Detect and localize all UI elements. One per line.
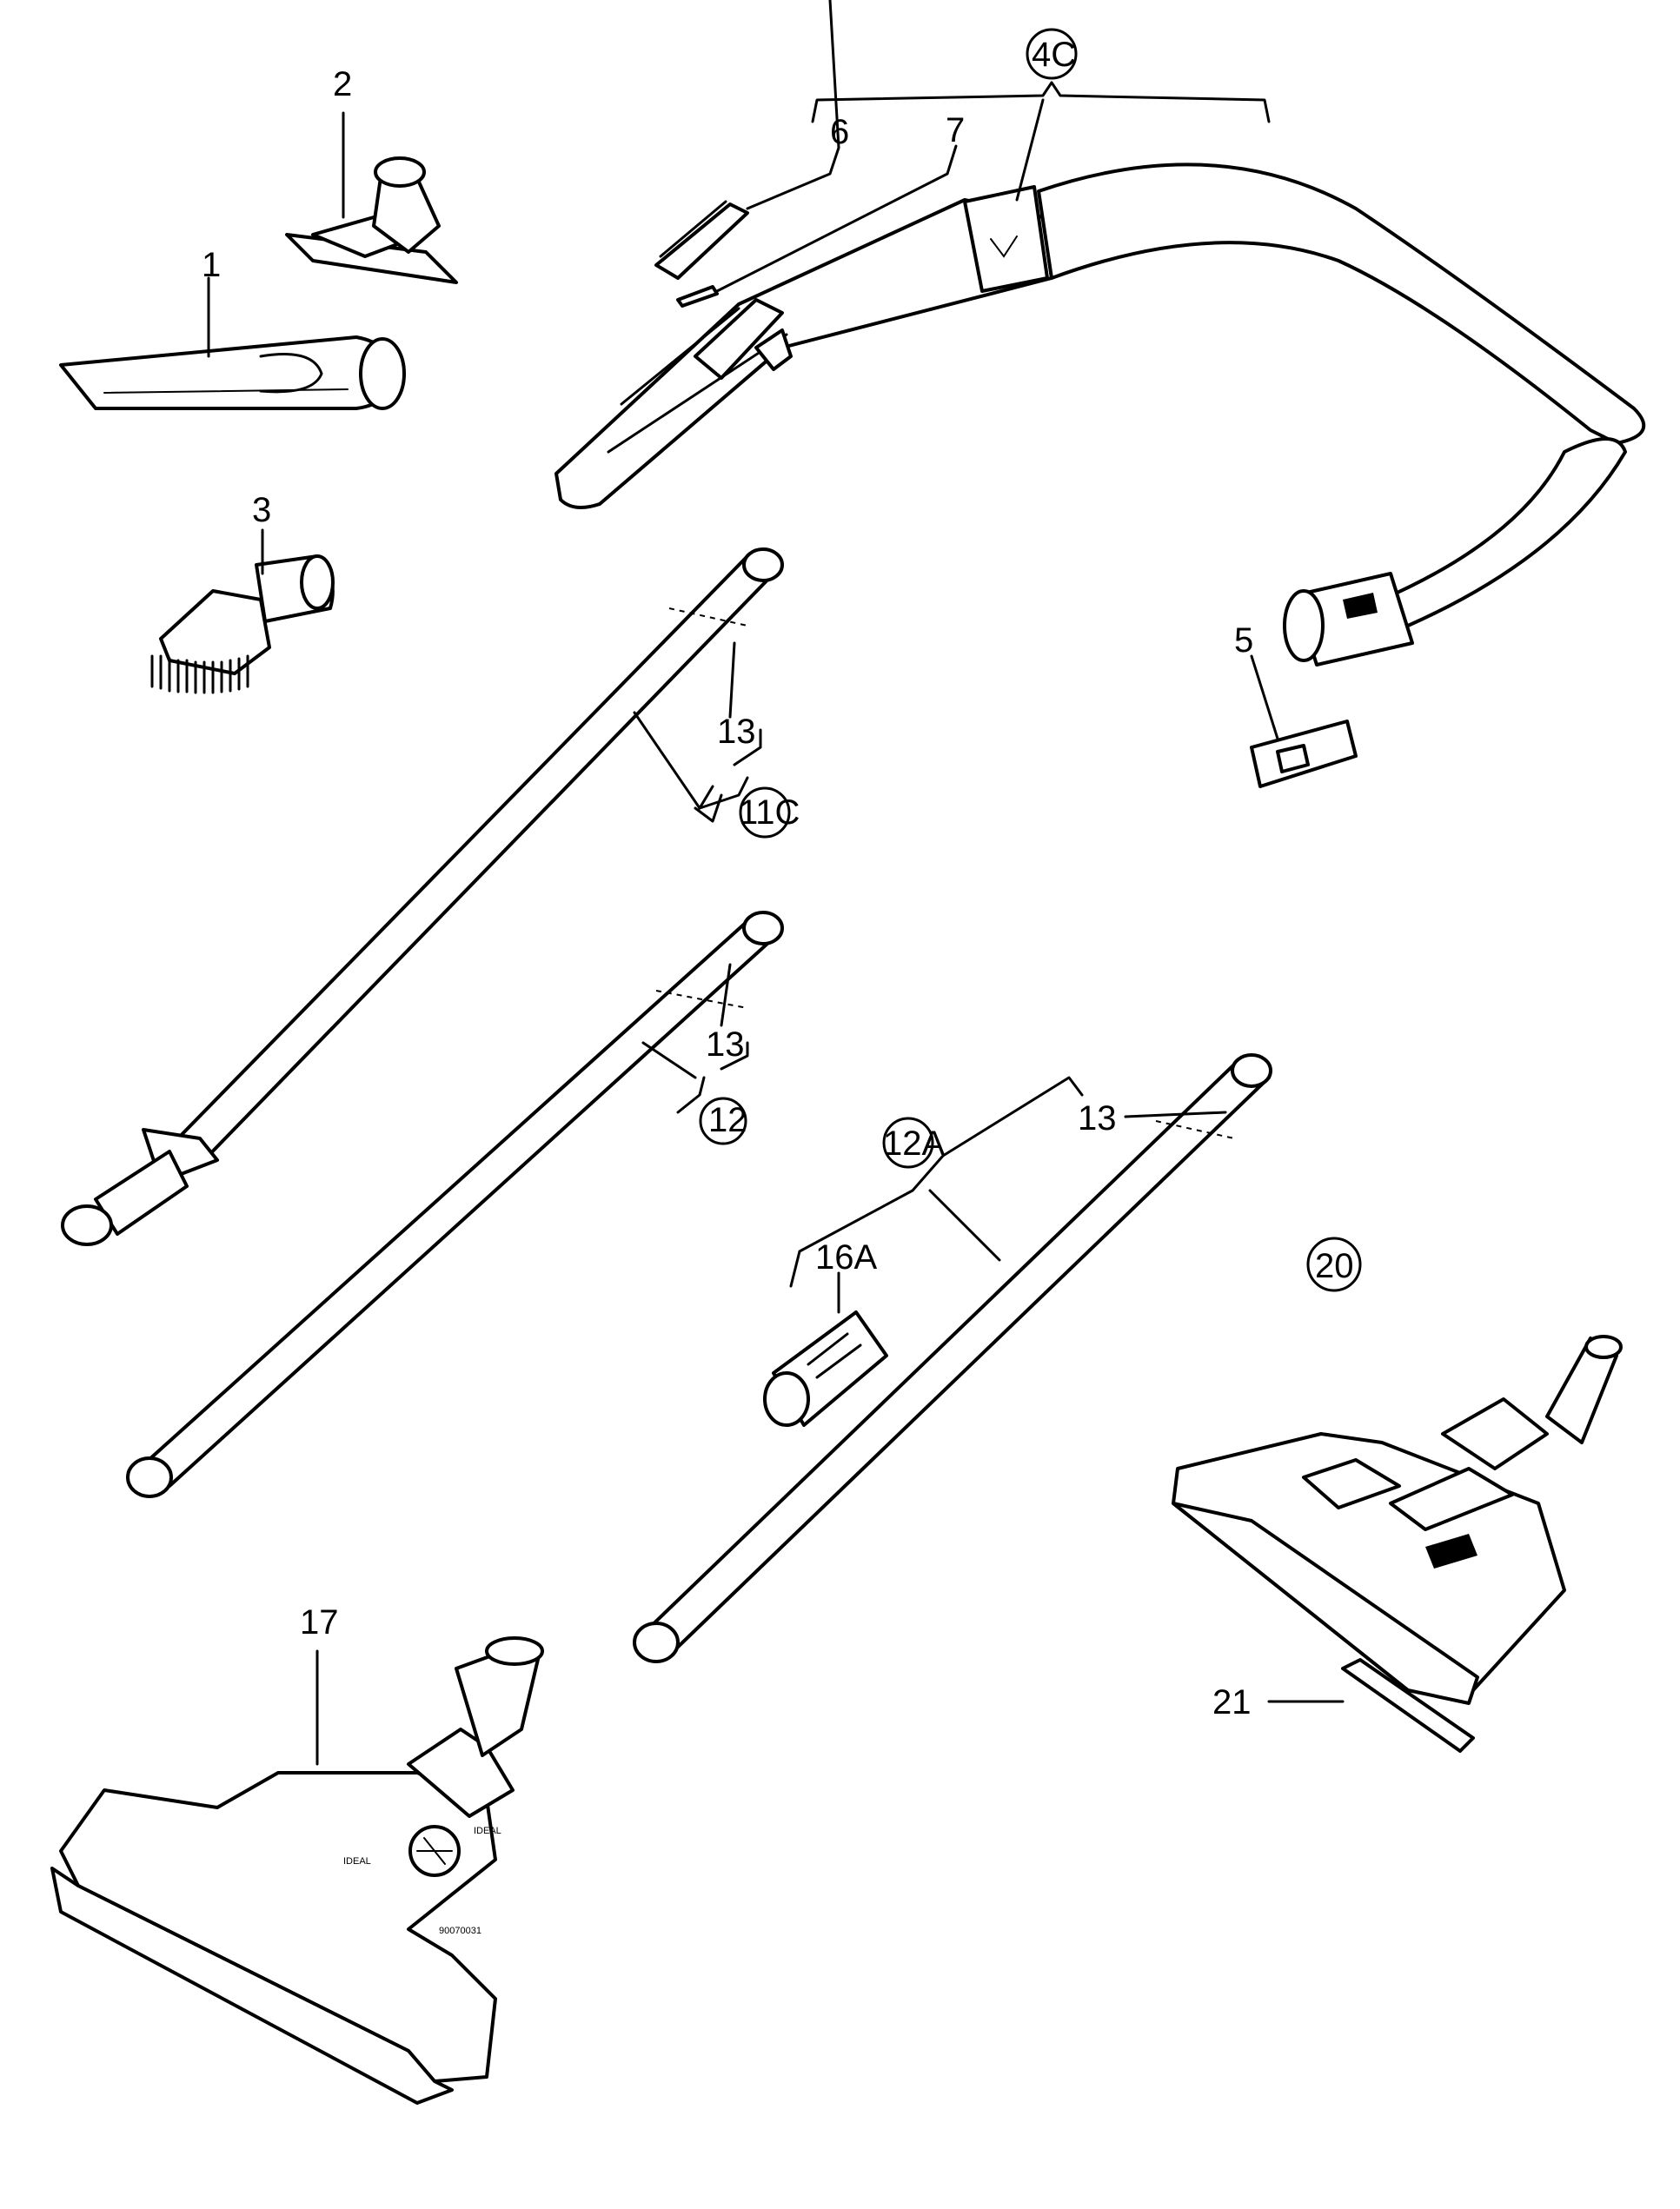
label-12: 12 — [708, 1101, 747, 1139]
label-16a: 16A — [815, 1238, 877, 1277]
turbo-nozzle[interactable]: IDEAL IDEAL — [50, 1636, 544, 2105]
marking-right: IDEAL — [474, 1826, 501, 1836]
label-13-upper: 13 — [717, 713, 756, 751]
label-17: 17 — [300, 1603, 339, 1642]
tube-bracket — [676, 1041, 749, 1145]
label-7: 7 — [946, 111, 965, 149]
assembly-bracket — [789, 1076, 1084, 1288]
hose-clip[interactable] — [1250, 654, 1358, 788]
label-21: 21 — [1212, 1683, 1252, 1721]
label-2: 2 — [333, 65, 352, 103]
spring[interactable] — [676, 144, 958, 308]
wand-tube-assembly[interactable] — [633, 1053, 1272, 1663]
label-1: 1 — [202, 246, 221, 284]
wand-tube[interactable] — [126, 911, 784, 1498]
label-6: 6 — [830, 113, 849, 151]
wand-connector[interactable] — [763, 1271, 888, 1427]
label-20: 20 — [1315, 1247, 1354, 1285]
wand-bracket — [694, 728, 791, 839]
label-4c: 4C — [1032, 36, 1076, 74]
nozzle-strip[interactable] — [1267, 1658, 1475, 1753]
label-20-marker — [1306, 1237, 1362, 1292]
label-3: 3 — [252, 491, 271, 529]
label-11c: 11C — [739, 793, 800, 832]
crevice-tool[interactable] — [59, 276, 406, 410]
telescopic-wand[interactable] — [61, 547, 784, 1246]
leader-13-middle — [720, 963, 732, 1027]
label-13-right: 13 — [1078, 1099, 1117, 1138]
hose-assembly[interactable] — [554, 81, 1646, 667]
label-12a: 12A — [883, 1124, 945, 1163]
dusting-brush[interactable] — [150, 528, 335, 694]
leader-13-upper — [728, 641, 736, 719]
drawing-number: 90070031 — [439, 1926, 481, 1936]
upholstery-nozzle[interactable] — [285, 111, 458, 284]
floor-nozzle[interactable] — [1172, 1335, 1623, 1705]
label-5: 5 — [1234, 621, 1253, 660]
label-4c-marker — [1026, 28, 1078, 80]
marking-left: IDEAL — [343, 1856, 371, 1867]
handle-clip[interactable] — [654, 0, 840, 280]
label-13-middle: 13 — [706, 1025, 745, 1064]
brush-bristles — [150, 654, 249, 694]
